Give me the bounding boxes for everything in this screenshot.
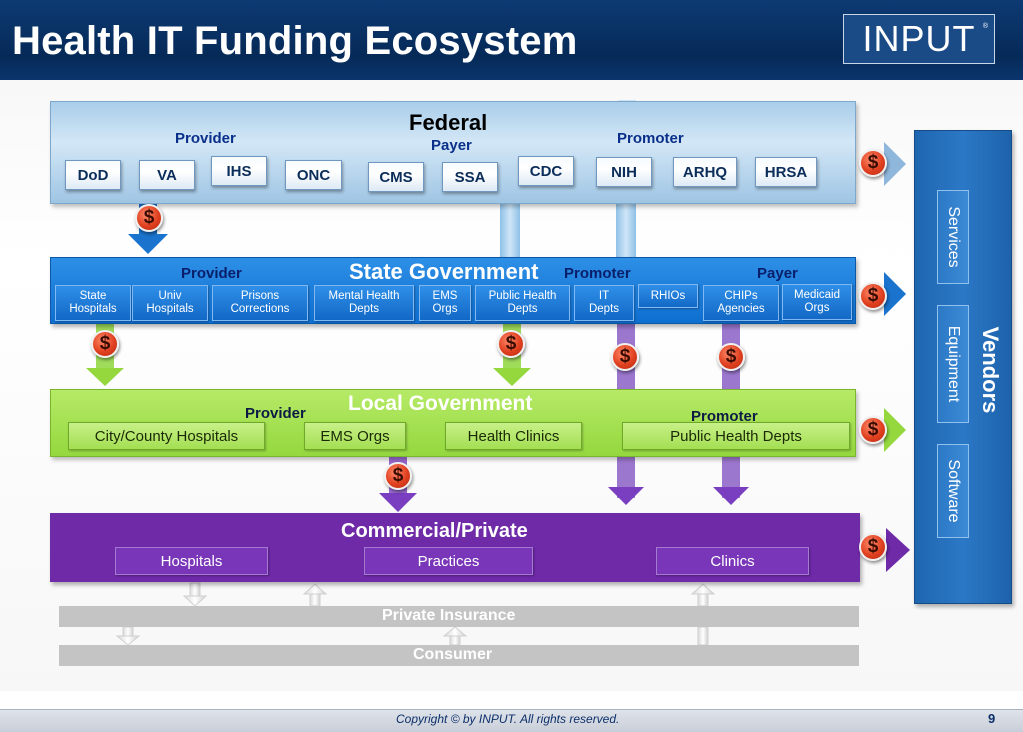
money-icon-local-to-commercial: $ [384, 462, 412, 490]
commercial-entity-hospitals: Hospitals [115, 547, 268, 575]
federal-provider-label: Provider [175, 130, 236, 147]
state-to-commercial-arrow-1 [608, 487, 644, 505]
insurance-to-commercial-arrow-1 [302, 583, 328, 595]
state-promoter-label: Promoter [564, 265, 631, 282]
money-icon-state-to-commercial-2: $ [717, 343, 745, 371]
commercial-entity-clinics: Clinics [656, 547, 809, 575]
consumer-to-insurance-shaft [449, 635, 461, 646]
page-title: Health IT Funding Ecosystem [12, 19, 578, 63]
federal-agency-hrsa: HRSA [755, 157, 817, 187]
state-to-local-arrow-1 [86, 368, 124, 386]
federal-to-vendors-arrow [884, 142, 906, 186]
federal-agency-nih: NIH [596, 157, 652, 187]
money-icon-state-to-commercial-1: $ [611, 343, 639, 371]
private-insurance-label: Private Insurance [382, 607, 516, 624]
vendor-equipment: Equipment [937, 305, 969, 423]
federal-agency-dod: DoD [65, 160, 121, 190]
state-entity-rhios: RHIOs [638, 284, 698, 308]
state-provider-label: Provider [181, 265, 242, 282]
federal-to-state-arrow [128, 234, 168, 254]
local-entity-health-clinics: Health Clinics [445, 422, 582, 450]
state-entity-medicaid-orgs: Medicaid Orgs [782, 284, 852, 320]
page-number: 9 [988, 711, 996, 726]
commercial-to-insurance-shaft-1 [189, 582, 201, 598]
money-icon-federal-to-state: $ [135, 204, 163, 232]
consumer-insurance-link [697, 626, 709, 646]
consumer-band [59, 645, 859, 666]
state-title: State Government [349, 259, 539, 284]
federal-to-state-shaft-right [616, 204, 636, 264]
footer-bar [0, 709, 1023, 732]
state-entity-univ-hospitals: Univ Hospitals [132, 285, 208, 321]
federal-agency-onc: ONC [285, 160, 342, 190]
money-icon-federal-to-vendors: $ [859, 149, 887, 177]
commercial-entity-practices: Practices [364, 547, 533, 575]
money-icon-state-to-local-2: $ [497, 330, 525, 358]
local-promoter-label: Promoter [691, 408, 758, 425]
federal-to-state-shaft-left [500, 204, 520, 264]
money-icon-commercial-to-vendors: $ [859, 533, 887, 561]
vendor-services: Services [937, 190, 969, 284]
logo-text: INPUT [862, 18, 976, 59]
insurance-to-consumer-arrow [115, 635, 141, 646]
federal-agency-arhq: ARHQ [673, 157, 737, 187]
state-to-commercial-arrow-2 [713, 487, 749, 505]
input-logo: INPUT ® [843, 14, 995, 64]
vendor-software: Software [937, 444, 969, 538]
federal-promoter-label: Promoter [617, 130, 684, 147]
money-icon-state-to-local-1: $ [91, 330, 119, 358]
consumer-to-insurance-arrow [442, 626, 468, 637]
vendor-equipment-label: Equipment [945, 325, 962, 403]
insurance-to-commercial-shaft-2 [697, 593, 709, 607]
state-payer-label: Payer [757, 265, 798, 282]
state-entity-prisons-corrections: Prisons Corrections [212, 285, 308, 321]
state-entity-chips-agencies: CHIPs Agencies [703, 285, 779, 321]
commercial-to-insurance-arrow-1 [182, 595, 208, 607]
copyright-text: Copyright © by INPUT. All rights reserve… [396, 712, 620, 726]
local-provider-label: Provider [245, 405, 306, 422]
federal-agency-va: VA [139, 160, 195, 190]
state-entity-public-health-depts: Public Health Depts [475, 285, 570, 321]
vendors-title-text: Vendors [978, 326, 1003, 414]
private-insurance-band [59, 606, 859, 627]
money-icon-state-to-vendors: $ [859, 282, 887, 310]
state-entity-mental-health-depts: Mental Health Depts [314, 285, 414, 321]
vendor-software-label: Software [945, 459, 962, 523]
vendor-services-label: Services [945, 206, 962, 268]
local-entity-public-health-depts: Public Health Depts [622, 422, 850, 450]
commercial-to-vendors-arrow [886, 528, 910, 572]
state-to-vendors-arrow [884, 272, 906, 316]
federal-agency-cms: CMS [368, 162, 424, 192]
commercial-title: Commercial/Private [341, 520, 528, 542]
federal-payer-label: Payer [431, 137, 472, 154]
state-entity-it-depts: IT Depts [574, 285, 634, 321]
local-entity-ems-orgs: EMS Orgs [304, 422, 406, 450]
money-icon-local-to-vendors: $ [859, 416, 887, 444]
state-entity-state-hospitals: State Hospitals [55, 285, 131, 321]
consumer-label: Consumer [413, 646, 493, 663]
logo-registered-mark: ® [982, 23, 988, 30]
local-to-vendors-arrow [884, 408, 906, 452]
federal-agency-cdc: CDC [518, 156, 574, 186]
vendors-title: Vendors [970, 300, 1010, 440]
federal-title: Federal [409, 110, 488, 135]
local-to-commercial-arrow [379, 493, 417, 512]
state-to-local-arrow-2 [493, 368, 531, 386]
local-title: Local Government [348, 392, 533, 415]
federal-agency-ssa: SSA [442, 162, 498, 192]
insurance-to-commercial-shaft-1 [309, 593, 321, 607]
state-entity-ems-orgs: EMS Orgs [419, 285, 471, 321]
federal-agency-ihs: IHS [211, 156, 267, 186]
insurance-to-commercial-arrow-2 [690, 583, 716, 595]
local-entity-city-county-hospitals: City/County Hospitals [68, 422, 265, 450]
